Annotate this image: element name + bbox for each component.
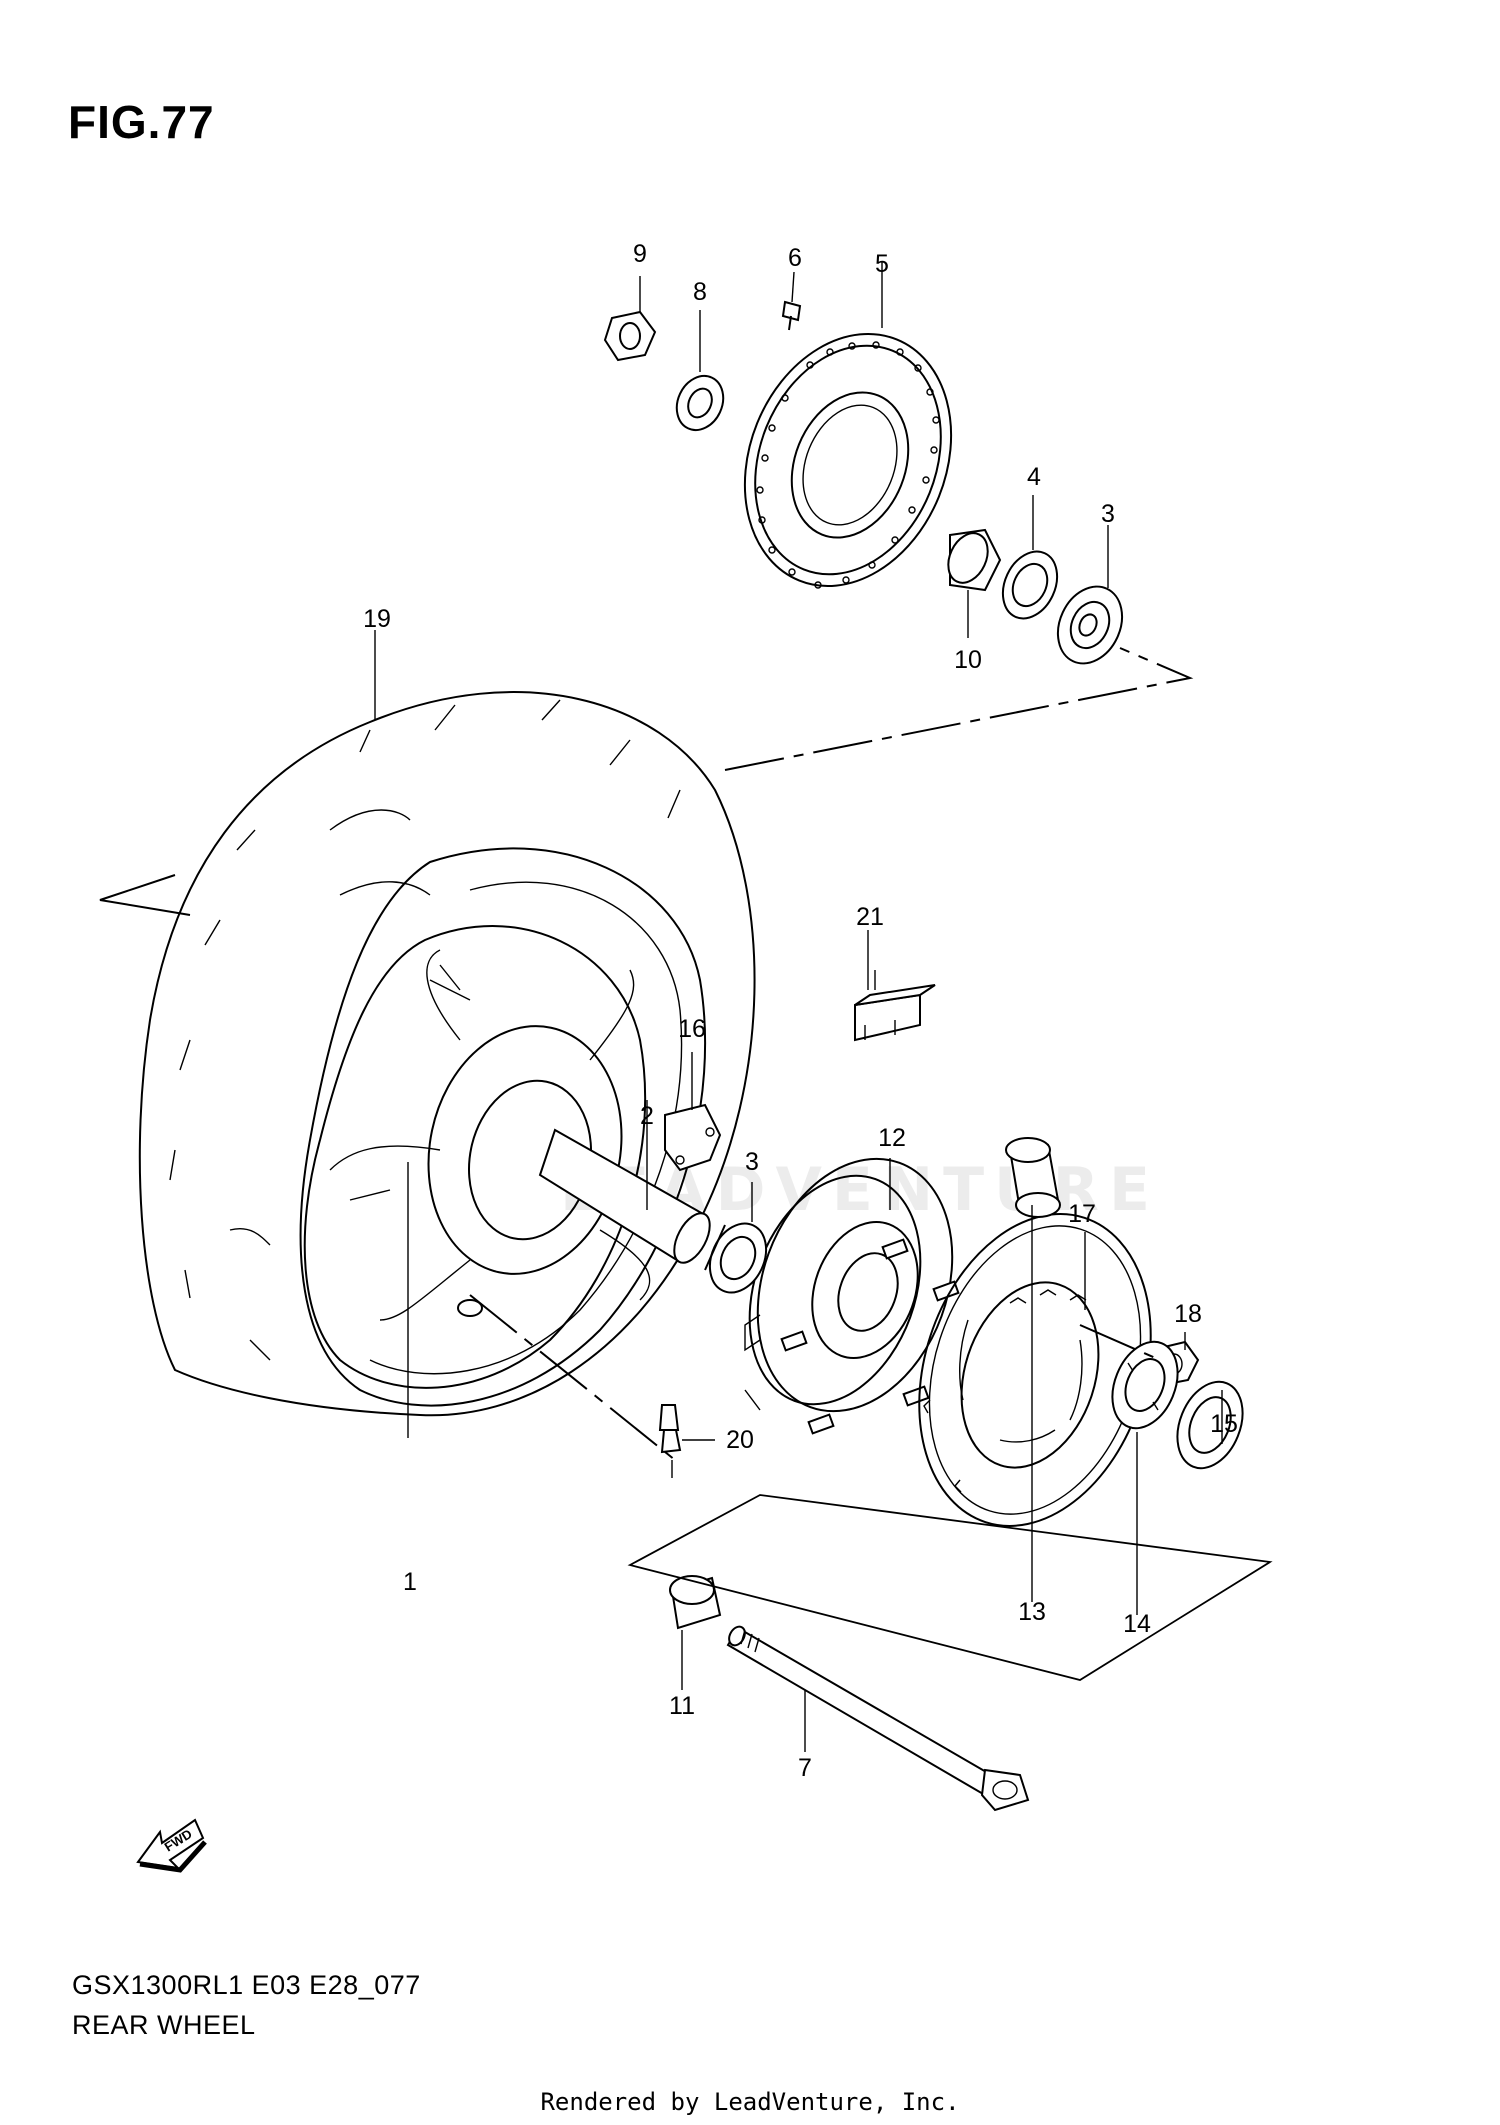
callout-3-middle: 3 bbox=[745, 1148, 759, 1176]
assembly-lines bbox=[469, 647, 1273, 1681]
part-tire bbox=[99, 691, 756, 1417]
callout-11: 11 bbox=[669, 1692, 695, 1720]
callout-6: 6 bbox=[788, 244, 802, 272]
part-valve-stem bbox=[658, 1404, 682, 1454]
callout-13: 13 bbox=[1018, 1598, 1046, 1626]
callout-15: 15 bbox=[1210, 1410, 1238, 1438]
callout-19: 19 bbox=[363, 605, 391, 633]
callout-10: 10 bbox=[954, 646, 982, 674]
callout-1: 1 bbox=[403, 1568, 417, 1596]
part-axle bbox=[726, 1625, 1030, 1812]
leader-lines bbox=[374, 262, 1223, 1752]
part-brake-disc bbox=[743, 332, 953, 589]
part-spacer bbox=[538, 1128, 711, 1264]
callout-12: 12 bbox=[878, 1124, 906, 1152]
part-sensor bbox=[664, 1103, 722, 1172]
part-bearing-14 bbox=[1111, 1340, 1179, 1430]
callout-3-top: 3 bbox=[1101, 500, 1115, 528]
callout-21: 21 bbox=[856, 903, 884, 931]
callout-7: 7 bbox=[798, 1754, 812, 1782]
callout-9: 9 bbox=[633, 240, 647, 268]
part-nut-9 bbox=[603, 310, 657, 362]
part-disc-bolt bbox=[781, 300, 802, 331]
part-washer bbox=[675, 374, 725, 432]
callout-5: 5 bbox=[875, 250, 889, 278]
part-oil-seal-15 bbox=[1176, 1380, 1244, 1470]
callout-17: 17 bbox=[1068, 1200, 1096, 1228]
section-name: REAR WHEEL bbox=[72, 2010, 256, 2040]
part-collar bbox=[1005, 1137, 1061, 1218]
callout-20: 20 bbox=[726, 1426, 754, 1454]
callout-2: 2 bbox=[640, 1102, 654, 1130]
callout-16: 16 bbox=[678, 1015, 706, 1043]
part-wheel-rim bbox=[303, 925, 651, 1389]
part-bearing-3-top bbox=[1056, 585, 1124, 665]
model-code: GSX1300RL1 E03 E28_077 bbox=[72, 1970, 421, 2000]
part-bearing-3-middle bbox=[704, 1222, 768, 1294]
figure-title: FIG.77 bbox=[68, 96, 215, 148]
callout-4: 4 bbox=[1027, 463, 1041, 491]
callout-14: 14 bbox=[1123, 1610, 1151, 1638]
part-spacer-10 bbox=[947, 528, 1002, 592]
part-spacer-11 bbox=[669, 1575, 722, 1630]
fwd-arrow-icon: FWD bbox=[136, 1818, 207, 1873]
callout-18: 18 bbox=[1174, 1300, 1202, 1328]
part-oil-seal-4 bbox=[1001, 550, 1059, 620]
render-credit: Rendered by LeadVenture, Inc. bbox=[540, 2088, 960, 2116]
callout-8: 8 bbox=[693, 278, 707, 306]
part-clip bbox=[854, 970, 936, 1042]
